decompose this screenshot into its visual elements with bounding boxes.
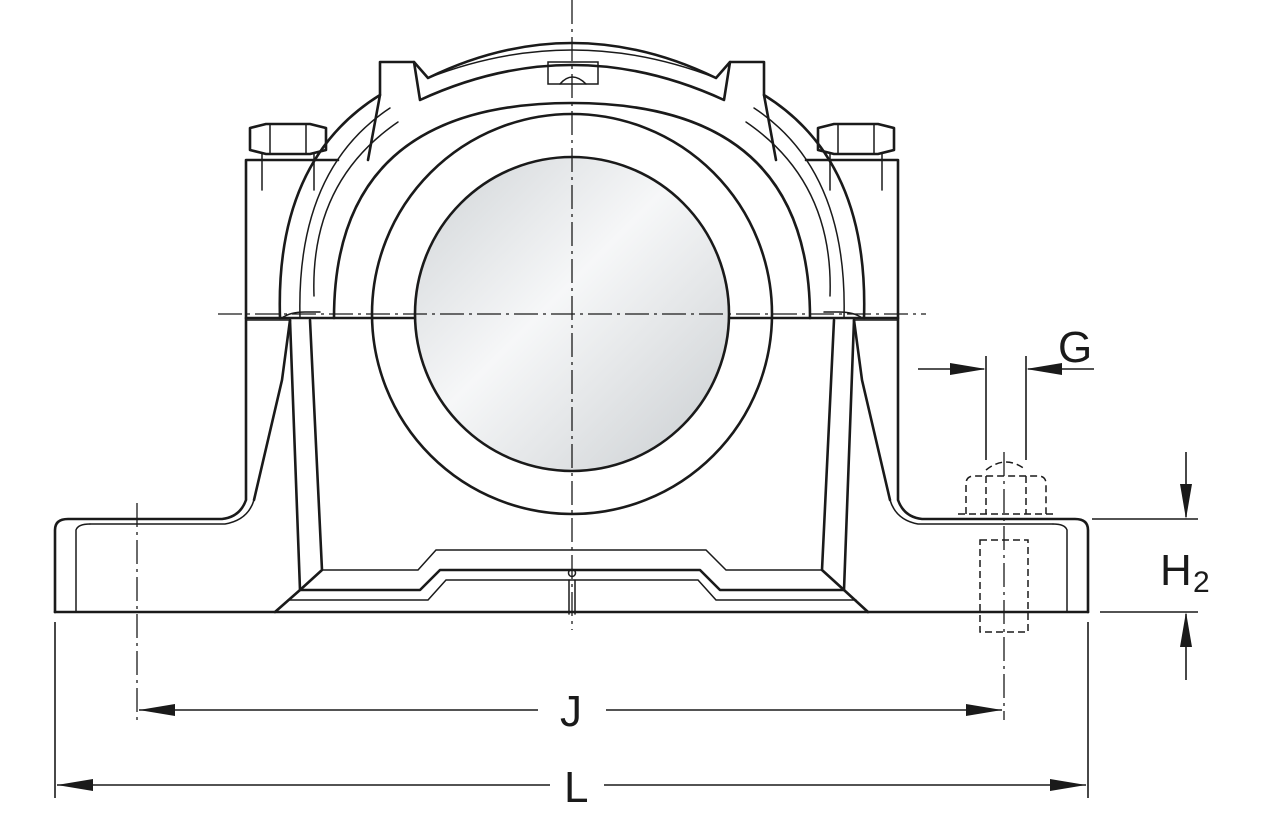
label-g: G: [1058, 323, 1092, 372]
cap-bolt-left: [248, 122, 328, 191]
dimension-j: J: [139, 687, 1002, 736]
label-j: J: [560, 687, 582, 736]
label-h2-subscript: 2: [1193, 566, 1210, 599]
center-lines: [136, 0, 926, 720]
dimension-g: G: [918, 323, 1094, 460]
label-h2: H: [1160, 546, 1192, 595]
grease-hole: [567, 568, 577, 615]
anchor-bolt: [958, 452, 1054, 720]
label-l: L: [564, 763, 588, 812]
cap-bolt-right: [816, 122, 896, 191]
dimension-l: L: [54, 622, 1089, 812]
dimension-h2: H 2: [1092, 452, 1210, 680]
